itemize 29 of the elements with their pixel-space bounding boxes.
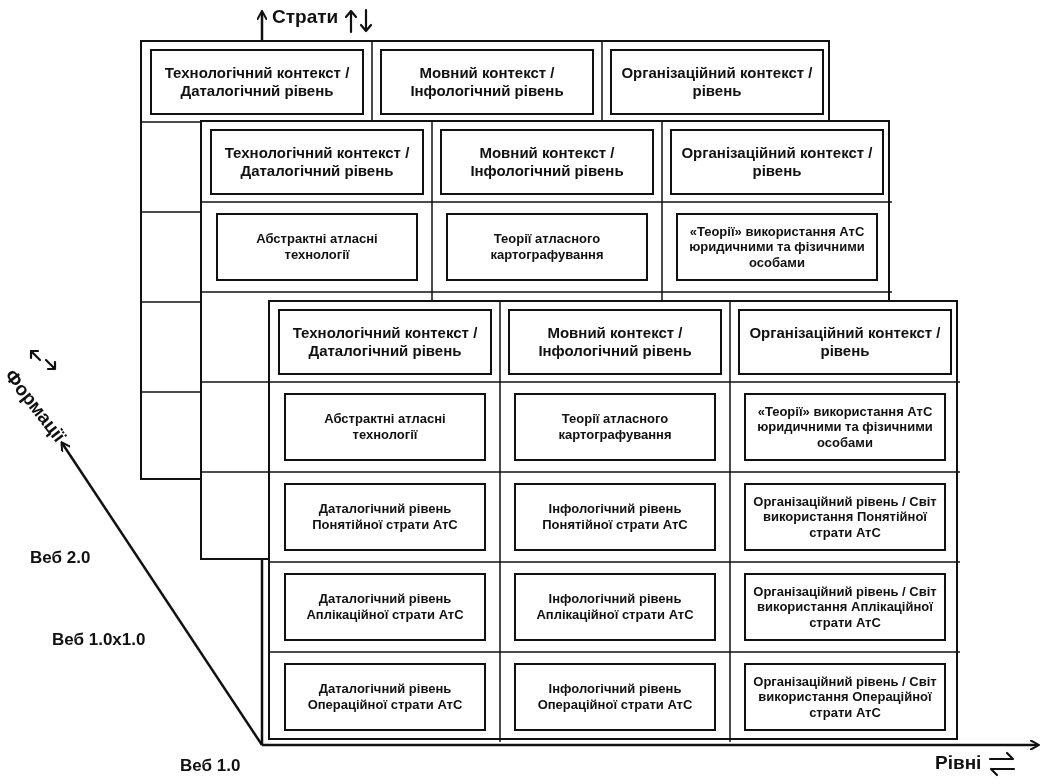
header-box: Технологічний контекст / Даталогічний рівень (210, 129, 424, 195)
header-box: Мовний контекст / Інфологічний рівень (440, 129, 654, 195)
concept-box: Абстрактні атласні технології (216, 213, 418, 281)
axis-label: Веб 1.0x1.0 (52, 630, 146, 650)
concept-box: Організаційний рівень / Світ використання Аплікаційної страти АтС (744, 573, 946, 641)
concept-box: Даталогічний рівень Понятійної страти АтС (284, 483, 486, 551)
axis-label: Страти (272, 6, 339, 28)
concept-box: Даталогічний рівень Операційної страти АтС (284, 663, 486, 731)
header-box: Організаційний контекст / рівень (738, 309, 952, 375)
concept-box: Даталогічний рівень Аплікаційної страти АтС (284, 573, 486, 641)
header-box: Технологічний контекст / Даталогічний рівень (150, 49, 364, 115)
header-box: Мовний контекст / Інфологічний рівень (508, 309, 722, 375)
concept-box: «Теорії» використання АтС юридичними та фізичними особами (744, 393, 946, 461)
concept-box: Організаційний рівень / Світ використання Понятійної страти АтС (744, 483, 946, 551)
concept-box: Теорії атласного картографування (446, 213, 648, 281)
concept-box: «Теорії» використання АтС юридичними та фізичними особами (676, 213, 878, 281)
concept-box: Інфологічний рівень Понятійної страти АтС (514, 483, 716, 551)
header-box: Організаційний контекст / рівень (610, 49, 824, 115)
axis-label: Рівні (935, 752, 982, 774)
concept-box: Абстрактні атласні технології (284, 393, 486, 461)
concept-box: Організаційний рівень / Світ використання Операційної страти АтС (744, 663, 946, 731)
header-box: Мовний контекст / Інфологічний рівень (380, 49, 594, 115)
header-box: Організаційний контекст / рівень (670, 129, 884, 195)
axis-label: Веб 1.0 (180, 756, 241, 776)
concept-box: Інфологічний рівень Операційної страти АтС (514, 663, 716, 731)
concept-box: Інфологічний рівень Аплікаційної страти АтС (514, 573, 716, 641)
axis-label: Веб 2.0 (30, 548, 91, 568)
header-box: Технологічний контекст / Даталогічний рівень (278, 309, 492, 375)
concept-box: Теорії атласного картографування (514, 393, 716, 461)
